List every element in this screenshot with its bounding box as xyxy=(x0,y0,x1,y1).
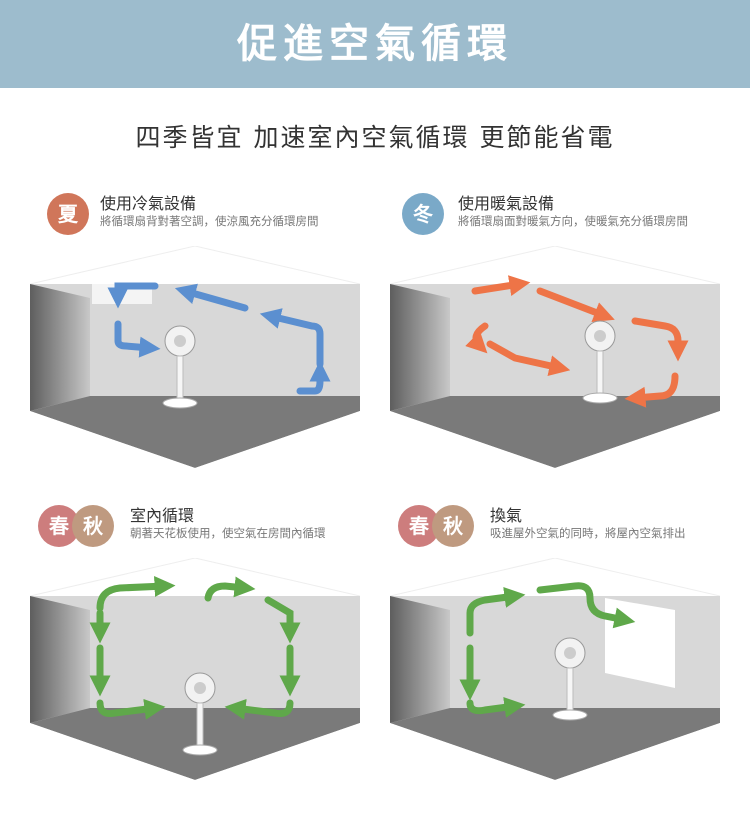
panel-spring-autumn-ventilation: 春 秋 換氣 吸進屋外空氣的同時，將屋內空氣排出 xyxy=(390,500,750,810)
airflow-arrow xyxy=(536,287,615,323)
airflow-arrow xyxy=(466,586,526,637)
airflow-arrow xyxy=(107,282,159,309)
airflow-arrow xyxy=(174,283,249,312)
fan-icon xyxy=(552,637,588,721)
room-illustration xyxy=(390,558,720,783)
room-illustration xyxy=(390,246,720,471)
floor xyxy=(390,708,720,780)
subtitle: 四季皆宜 加速室內空氣循環 更節能省電 xyxy=(135,123,615,152)
fan-icon xyxy=(582,320,618,404)
left-wall xyxy=(390,284,450,411)
left-wall xyxy=(30,596,90,723)
room-illustration xyxy=(30,246,360,471)
left-wall xyxy=(30,284,90,411)
panel-desc: 將循環扇面對暖氣方向，使暖氣充分循環房間 xyxy=(458,214,688,228)
room-illustration xyxy=(30,558,360,783)
fan-icon xyxy=(162,325,198,409)
left-wall xyxy=(390,596,450,723)
airflow-arrow xyxy=(624,372,679,408)
airflow-arrow xyxy=(536,582,636,629)
airflow-arrow xyxy=(264,596,301,644)
airflow-arrow xyxy=(466,696,526,718)
airflow-arrow xyxy=(471,275,531,296)
airflow-arrow xyxy=(465,322,489,354)
panel-title: 室內循環 xyxy=(130,506,195,525)
panel-spring-autumn-circulation: 春 秋 室內循環 朝著天花板使用，使空氣在房間內循環 xyxy=(30,500,390,810)
panel-desc: 將循環扇背對著空調，使涼風充分循環房間 xyxy=(100,214,319,228)
airflow-arrow xyxy=(296,360,331,395)
panel-desc: 朝著天花板使用，使空氣在房間內循環 xyxy=(130,526,326,540)
airflow-arrow xyxy=(114,320,161,358)
floor xyxy=(30,708,360,780)
airflow-arrow xyxy=(486,340,571,376)
panel-title: 使用暖氣設備 xyxy=(458,194,555,213)
winter-badge: 冬 xyxy=(402,193,444,235)
window xyxy=(605,598,675,688)
floor xyxy=(30,396,360,468)
autumn-badge: 秋 xyxy=(432,505,474,547)
panel-title: 換氣 xyxy=(490,506,523,525)
fan-icon xyxy=(182,672,218,756)
summer-badge: 夏 xyxy=(47,193,89,235)
airflow-arrow xyxy=(259,308,324,368)
airflow-arrow xyxy=(96,575,176,612)
floor xyxy=(390,396,720,468)
panel-desc: 吸進屋外空氣的同時，將屋內空氣排出 xyxy=(490,526,686,540)
autumn-badge: 秋 xyxy=(72,505,114,547)
airflow-arrow xyxy=(631,317,689,362)
airflow-arrow xyxy=(96,698,166,720)
panel-title: 使用冷氣設備 xyxy=(100,194,197,213)
back-wall xyxy=(390,284,720,411)
panel-winter: 冬 使用暖氣設備 將循環扇面對暖氣方向，使暖氣充分循環房間 xyxy=(390,188,750,498)
panel-summer: 夏 使用冷氣設備 將循環扇背對著空調，使涼風充分循環房間 xyxy=(30,188,390,498)
spring-badge: 春 xyxy=(398,505,440,547)
back-wall xyxy=(30,596,360,723)
airflow-arrow xyxy=(224,698,294,720)
airflow-arrow xyxy=(204,576,256,602)
banner-title: 促進空氣循環 xyxy=(0,0,750,88)
